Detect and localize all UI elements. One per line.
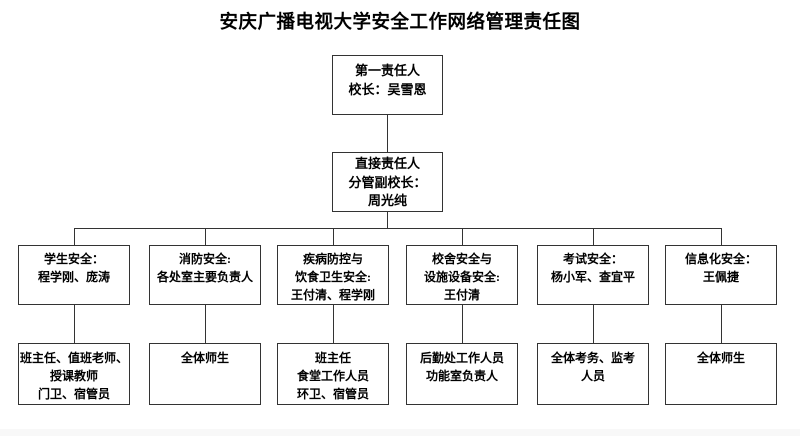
connector-stub-building-equipment-safety xyxy=(462,228,463,245)
duty-box-information-safety: 信息化安全： 王佩捷 xyxy=(665,245,777,305)
duty-box-exam-safety: 考试安全： 杨小军、查宜平 xyxy=(537,245,649,305)
connector-drop-exam-safety xyxy=(593,305,594,343)
duty-box-fire-safety: 消防安全: 各处室主要负责人 xyxy=(149,245,261,305)
connector-root-deputy xyxy=(387,115,388,152)
deputy-box-direct-responsible: 直接责任人 分管副校长： 周光纯 xyxy=(332,152,443,212)
root-box-first-responsible: 第一责任人 校长：吴雪恩 xyxy=(332,55,443,115)
connector-drop-building-equipment-safety xyxy=(462,305,463,343)
connector-stub-fire-safety xyxy=(205,228,206,245)
connector-drop-information-safety xyxy=(721,305,722,343)
duty-box-building-equipment-safety: 校舍安全与 设施设备安全: 王付清 xyxy=(406,245,518,305)
staff-box-disease-food-safety: 班主任 食堂工作人员 环卫、宿管员 xyxy=(277,343,389,405)
staff-box-student-safety: 班主任、值班老师、 授课教师 门卫、宿管员 xyxy=(18,343,130,405)
duty-box-student-safety: 学生安全： 程学刚、庞涛 xyxy=(18,245,130,305)
connector-drop-student-safety xyxy=(74,305,75,343)
duty-box-disease-food-safety: 疾病防控与 饮食卫生安全: 王付清、程学刚 xyxy=(277,245,389,305)
connector-drop-disease-food-safety xyxy=(333,305,334,343)
staff-box-building-equipment-safety: 后勤处工作人员 功能室负责人 xyxy=(406,343,518,405)
staff-box-information-safety: 全体师生 xyxy=(665,343,777,405)
page-title: 安庆广播电视大学安全工作网络管理责任图 xyxy=(219,13,581,33)
staff-box-exam-safety: 全体考务、监考 人员 xyxy=(537,343,649,405)
connector-stub-disease-food-safety xyxy=(333,228,334,245)
staff-box-fire-safety: 全体师生 xyxy=(149,343,261,405)
footer-strip xyxy=(0,429,800,436)
connector-stub-exam-safety xyxy=(593,228,594,245)
connector-deputy-rail xyxy=(387,212,388,228)
connector-stub-information-safety xyxy=(721,228,722,245)
connector-horizontal-rail xyxy=(74,228,721,229)
connector-stub-student-safety xyxy=(74,228,75,245)
connector-drop-fire-safety xyxy=(205,305,206,343)
